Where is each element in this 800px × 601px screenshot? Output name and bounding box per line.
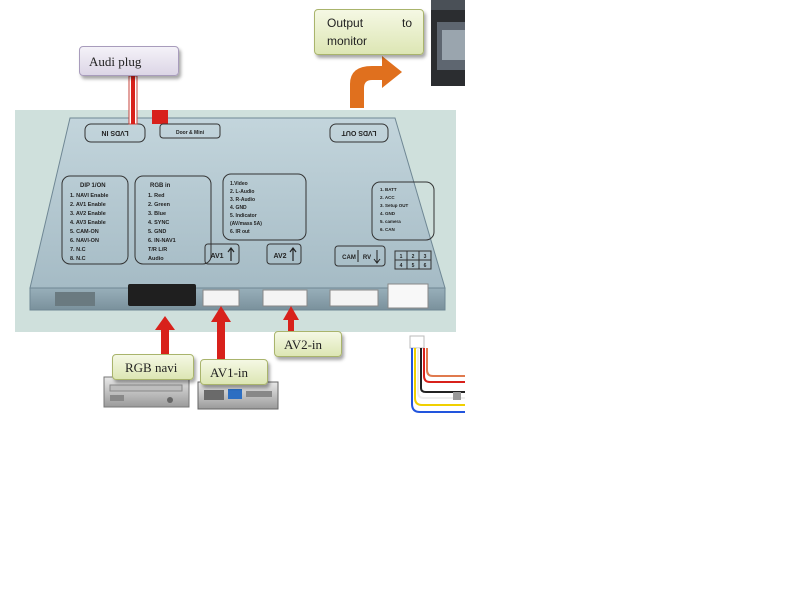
output-label-word3: monitor [327, 34, 368, 48]
cable-bundle [409, 335, 465, 413]
av-item: 5. Indicator [230, 213, 257, 219]
port-label-cam-rv: CAM RV [334, 245, 386, 267]
rgb-arrow [155, 316, 175, 356]
rgb-item: 6. IN-NAV1 [148, 238, 176, 244]
dip-item: 4. AV3 Enable [70, 220, 106, 226]
port-av1-text: AV1 [210, 253, 223, 260]
rgb-item: 2. Green [148, 202, 171, 208]
cam-connector [329, 289, 379, 307]
top-label-door: Door & Mini [159, 123, 221, 139]
port-av2-text: AV2 [273, 253, 286, 260]
av1-headunit [197, 381, 279, 410]
dip-switch-block [55, 292, 95, 306]
dip-item: 5. CAM-ON [70, 229, 99, 235]
output-label-word1: Output [327, 16, 364, 30]
rgb-item: Audio [148, 256, 164, 262]
dip-item: 1. NAVI Enable [70, 193, 108, 199]
rgb-navi-callout: RGB navi [112, 354, 194, 380]
pin-number: 3 [424, 254, 427, 260]
av-item: (AV/mass 5A) [230, 221, 262, 227]
arrow-down-icon [373, 250, 381, 264]
arrow-up-icon [227, 247, 235, 261]
dip-item: 6. NAVI-ON [70, 238, 99, 244]
av2-arrow [283, 306, 299, 334]
power-item: 3. Setup OUT [380, 203, 409, 208]
power-item: 1. BATT [380, 187, 397, 192]
rgb-title: RGB in [150, 183, 171, 189]
av1-in-label: AV1-in [210, 365, 249, 380]
pin-grid: 1 2 3 4 5 6 [394, 250, 432, 270]
dip-item: 7. N.C [70, 247, 86, 253]
audi-plug-label: Audi plug [89, 54, 142, 69]
lvds-in-text: LVDS IN [101, 129, 128, 136]
rgb-navi-headunit [103, 376, 190, 408]
av-item: 4. GND [230, 205, 247, 211]
av1-arrow [211, 306, 231, 360]
monitor-photo [431, 0, 465, 86]
av1-connector [202, 289, 240, 307]
port-label-av2: AV2 [266, 243, 302, 265]
front-connectors [55, 283, 429, 309]
port-rv-text: RV [363, 255, 371, 261]
audi-plug-arrowhead [152, 110, 168, 124]
av-item: 3. R-Audio [230, 197, 255, 203]
audi-plug-arrow [128, 75, 138, 125]
rgb-item: 4. SYNC [148, 220, 169, 226]
av1-in-callout: AV1-in [200, 359, 268, 385]
power-item: 6. CAN [380, 227, 395, 232]
power-connector [387, 283, 429, 309]
power-item: 5. camera [380, 219, 401, 224]
output-to-monitor-callout: Output to monitor [314, 9, 424, 55]
dip-title: DIP 1/ON [80, 183, 106, 189]
av-item: 2. L-Audio [230, 189, 254, 195]
output-arrow [350, 56, 402, 108]
power-panel: 1. BATT 2. ACC 3. Setup OUT 4. GND 5. camera… [371, 181, 435, 241]
pin-number: 5 [412, 263, 415, 269]
top-label-lvds-out: LVDS OUT [329, 123, 389, 143]
dip-item: 8. N.C [70, 256, 86, 262]
power-item: 2. ACC [380, 195, 395, 200]
port-label-av1: AV1 [204, 243, 240, 265]
rgb-item: 1. Red [148, 193, 165, 199]
av-item: 1.Video [230, 181, 248, 187]
pin-number: 2 [412, 254, 415, 260]
rgb-item: 3. Blue [148, 211, 166, 217]
dip-item: 2. AV1 Enable [70, 202, 106, 208]
power-item: 4. GND [380, 211, 396, 216]
pin-number: 4 [400, 263, 403, 269]
arrow-up-icon [289, 247, 297, 261]
output-label-word2: to [402, 16, 413, 30]
rgb-item: 5. GND [148, 229, 166, 235]
pin-number: 1 [400, 254, 403, 260]
top-label-lvds-in: LVDS IN [84, 123, 146, 143]
pin-number: 6 [424, 263, 427, 269]
rgb-panel: RGB in 1. Red 2. Green 3. Blue 4. SYNC 5. GN… [134, 175, 212, 265]
av-panel: 1.Video 2. L-Audio 3. R-Audio 4. GND 5. Indi… [222, 173, 307, 241]
dip-item: 3. AV2 Enable [70, 211, 106, 217]
door-mini-text: Door & Mini [176, 130, 205, 136]
av-item: 6. IR out [230, 229, 250, 235]
lvds-out-text: LVDS OUT [341, 129, 377, 136]
port-cam-text: CAM [342, 255, 356, 261]
av2-in-label: AV2-in [284, 337, 323, 352]
rgb-navi-label: RGB navi [125, 360, 178, 375]
rgb-item: T/R L/R [148, 247, 167, 253]
av2-connector [262, 289, 308, 307]
av2-in-callout: AV2-in [274, 331, 342, 357]
audi-plug-callout: Audi plug [79, 46, 179, 76]
dip-panel: DIP 1/ON 1. NAVI Enable 2. AV1 Enable 3. A… [61, 175, 129, 265]
rgb-connector [128, 284, 196, 306]
